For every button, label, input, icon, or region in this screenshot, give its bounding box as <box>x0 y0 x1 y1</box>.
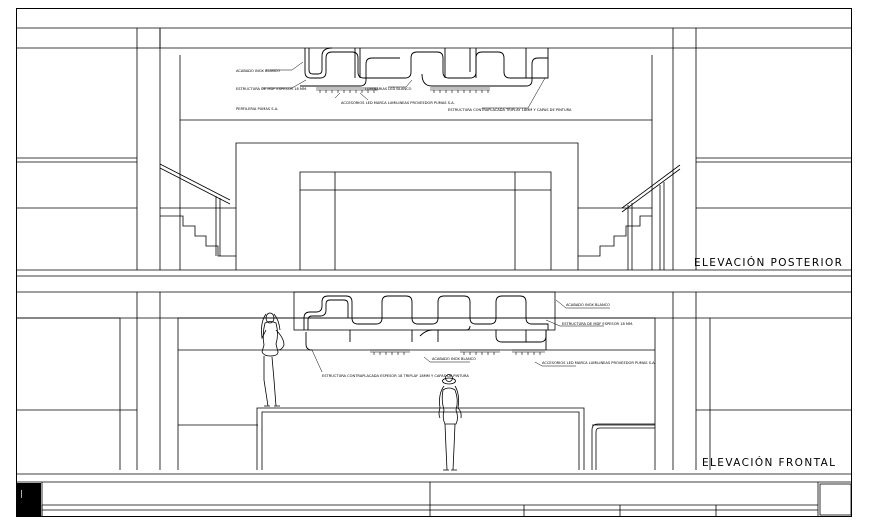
note-posterior-5: ACCESORIOS LED MARCA LUMILINEAS PROVEEDO… <box>341 101 455 105</box>
ceiling-duct-frontal <box>303 295 549 351</box>
light-fixtures-frontal <box>370 349 545 355</box>
note-frontal-2: ESTRUCTURA DE MDF ESPESOR 18 MM. <box>562 322 633 326</box>
elevation-posterior <box>16 27 852 277</box>
ceiling-duct-posterior <box>300 47 549 87</box>
leaders-frontal <box>311 299 610 373</box>
human-figure-left <box>261 312 285 407</box>
notes-posterior: ACABADO INOX BLANCO ESTRUCTURA DE MDF ES… <box>236 69 572 112</box>
leaders-posterior <box>262 61 546 109</box>
note-posterior-2: ESTRUCTURA DE MDF ESPESOR 18 MM. <box>236 87 307 91</box>
note-posterior-6: ESTRUCTURA CONTRAPLACADA TRIPLAY 18MM Y … <box>448 108 572 112</box>
note-frontal-4: ACABADO INOX BLANCO <box>432 357 476 361</box>
note-frontal-3: ESTRUCTURA CONTRAPLACADA ESPESOR 18 TRIP… <box>322 374 469 378</box>
light-fixtures-posterior <box>316 87 490 93</box>
note-posterior-4: LUMINARIAS LED BLANCO <box>365 87 412 91</box>
human-figure-right <box>438 374 462 471</box>
note-posterior-1: ACABADO INOX BLANCO <box>236 69 280 73</box>
title-elevacion-posterior: ELEVACIÓN POSTERIOR <box>694 256 843 269</box>
title-block <box>16 473 852 516</box>
title-elevacion-frontal: ELEVACIÓN FRONTAL <box>702 456 836 469</box>
title-block-left-mark: | <box>20 489 23 498</box>
elevation-frontal <box>16 291 852 470</box>
note-frontal-5: ACCESORIOS LED MARCA LUMILINEAS PROVEEDO… <box>542 361 656 365</box>
note-frontal-1: ACABADO INOX BLANCO <box>566 303 610 307</box>
note-posterior-3: PERFILERIA PUMAS S.A. <box>236 107 278 111</box>
sheet-frame <box>16 8 852 517</box>
notes-frontal: ACABADO INOX BLANCO ESTRUCTURA DE MDF ES… <box>322 303 656 378</box>
